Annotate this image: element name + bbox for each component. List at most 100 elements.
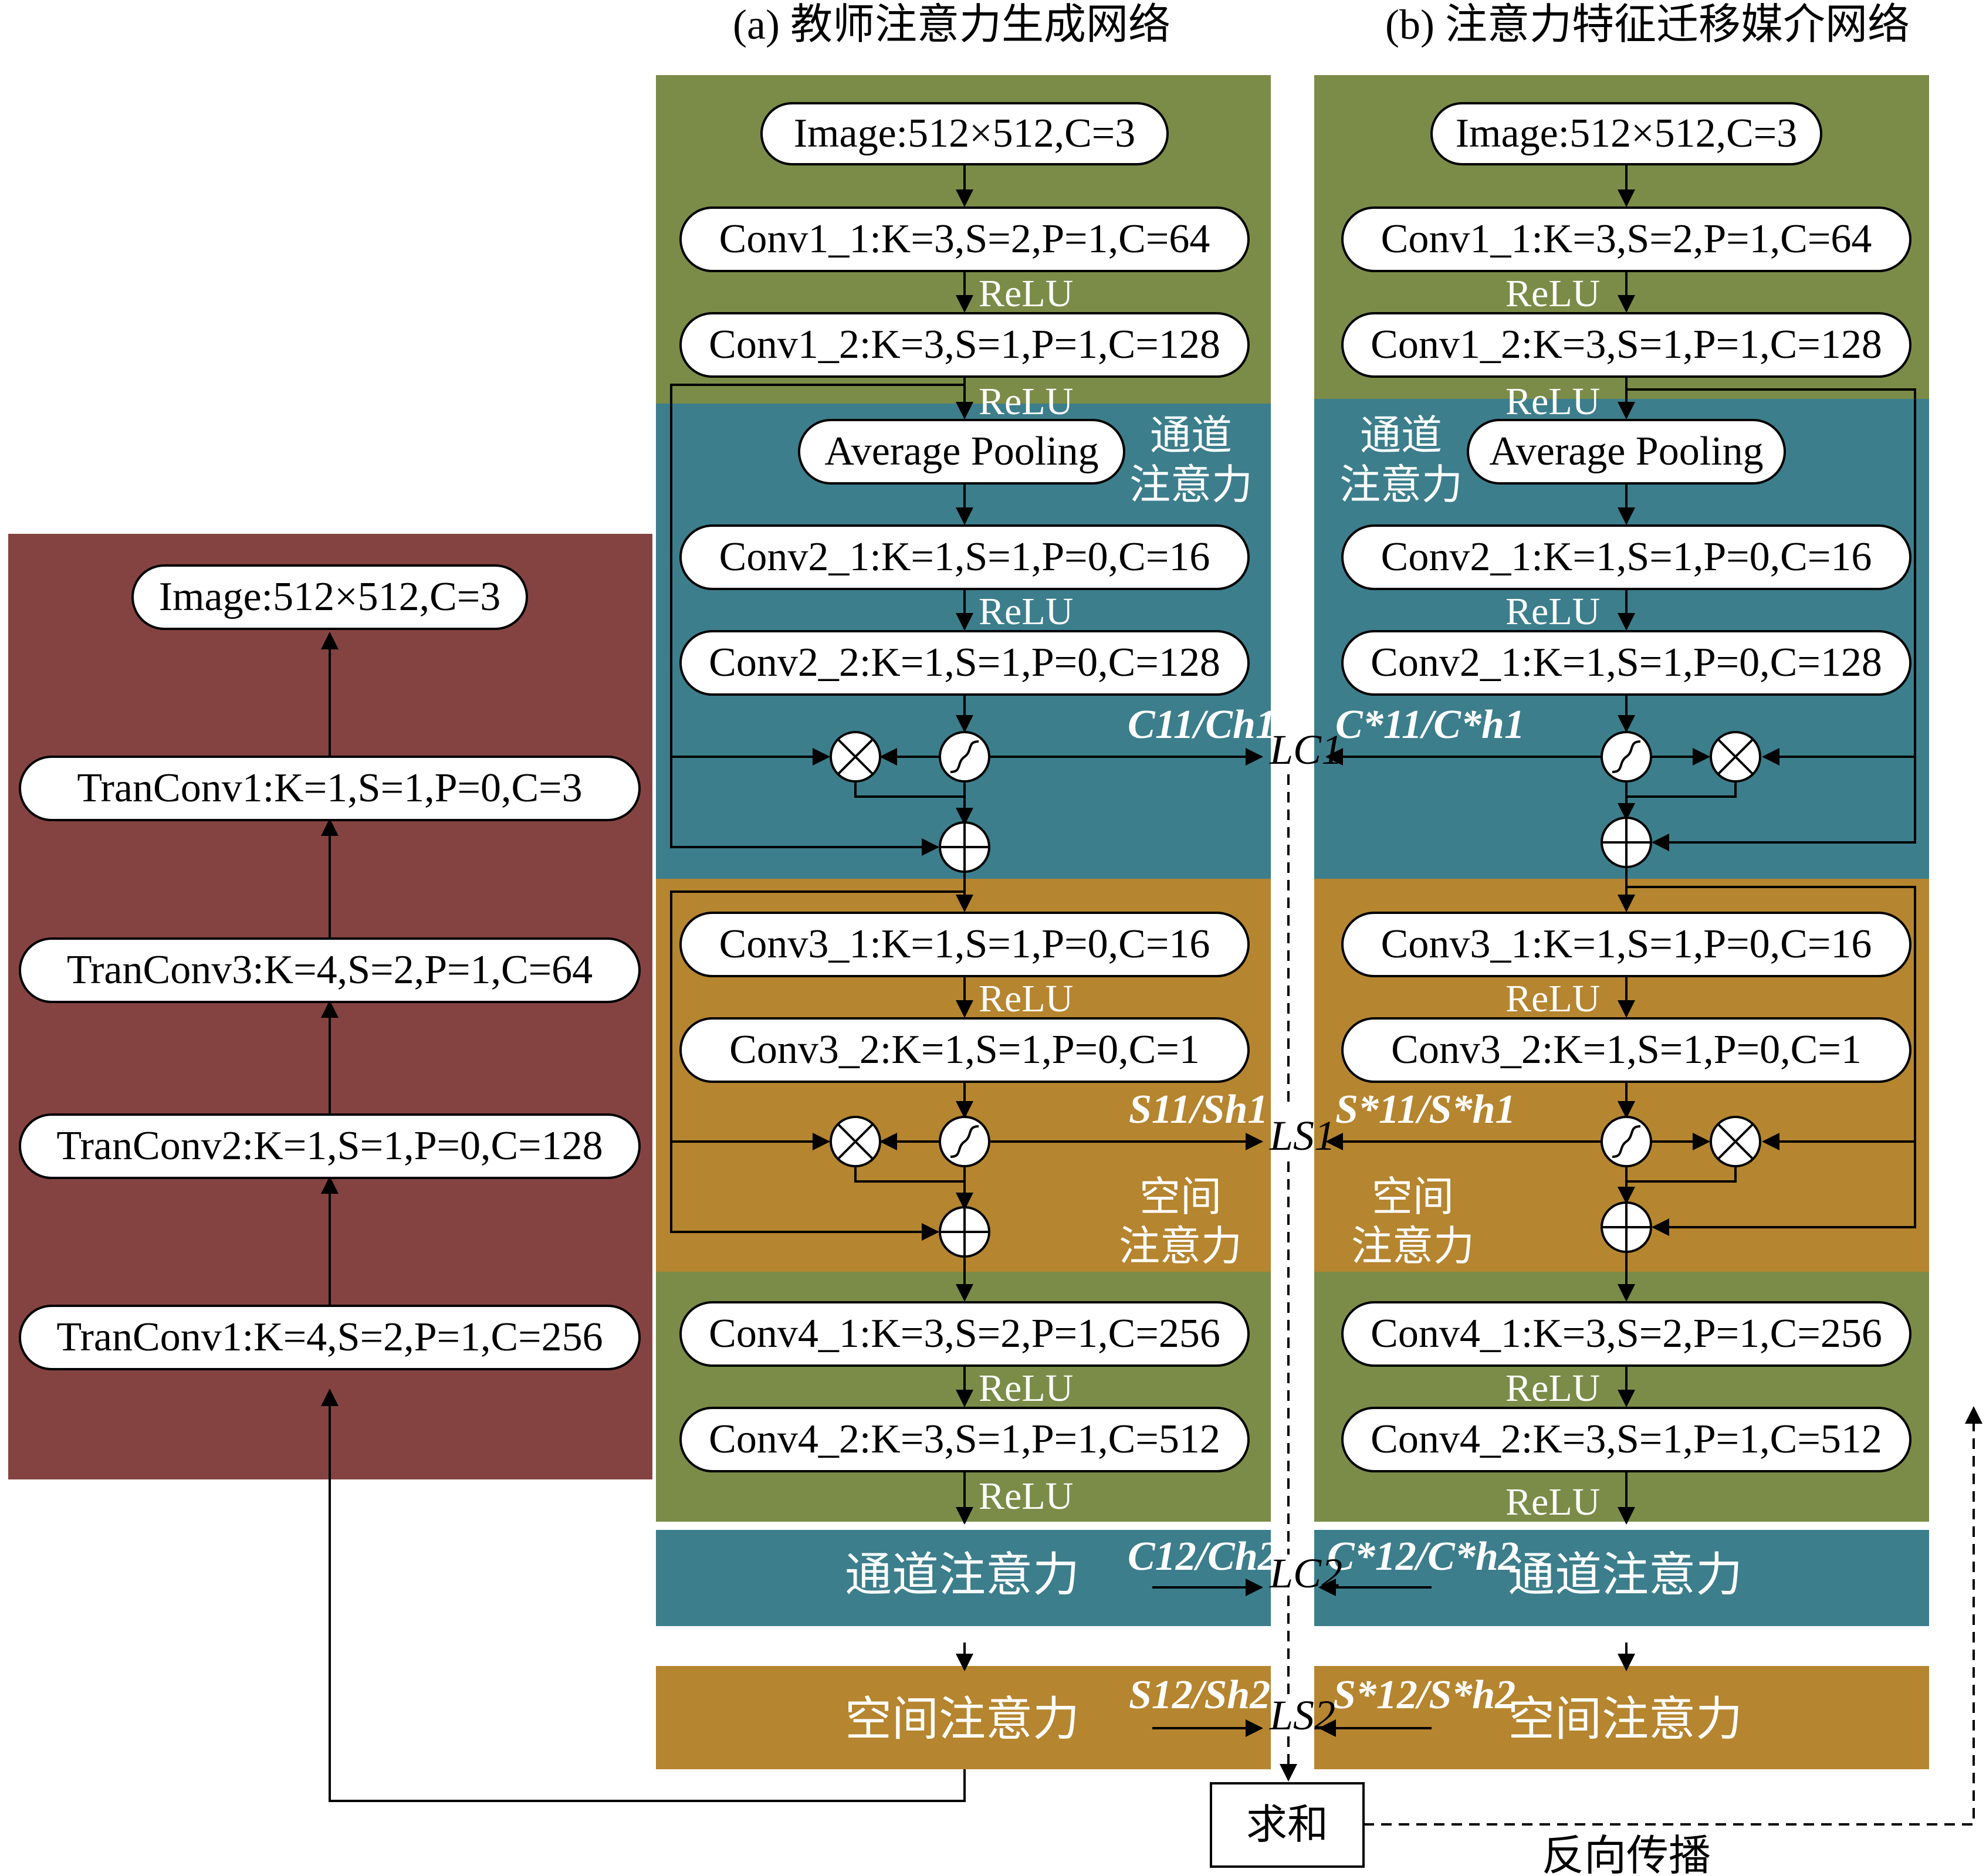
teacher-conv4-1 — [679, 1301, 1250, 1367]
teacher-spatial-block-label: 空间注意力 — [845, 1694, 1080, 1746]
loss-ls2: LS2 — [1269, 1692, 1335, 1739]
relu-label: ReLU — [979, 1475, 1073, 1518]
medium-network: Image:512×512,C=3 Conv1_1:K=3,S=2,P=1,C=… — [1318, 102, 1916, 1746]
relu-label: ReLU — [979, 380, 1073, 423]
header-teacher-network: (a) 教师注意力生成网络 — [733, 1, 1170, 48]
medium-conv4-2 — [1341, 1407, 1911, 1472]
header-medium-network: (b) 注意力特征迁移媒介网络 — [1385, 1, 1910, 48]
decoder-network: Image:512×512,C=3 TranConv1:K=1,S=1,P=0,… — [19, 564, 641, 1370]
medium-conv1-1-label: Conv1_1:K=3,S=2,P=1,C=64 — [1381, 216, 1872, 262]
medium-c2-label: C*12/C*h2 — [1327, 1534, 1519, 1579]
medium-conv1-2-label: Conv1_2:K=3,S=1,P=1,C=128 — [1371, 322, 1882, 367]
relu-label: ReLU — [1505, 1481, 1600, 1523]
decoder-tranconv2-label: TranConv2:K=1,S=1,P=0,C=128 — [56, 1123, 603, 1169]
medium-conv4-1-label: Conv4_1:K=3,S=2,P=1,C=256 — [1371, 1311, 1882, 1356]
teacher-conv4-1-label: Conv4_1:K=3,S=2,P=1,C=256 — [709, 1311, 1220, 1356]
decoder-tranconv1-bottom — [19, 1305, 641, 1370]
decoder-tranconv1-top-label: TranConv1:K=1,S=1,P=0,C=3 — [77, 766, 582, 811]
teacher-c1-label: C11/Ch1 — [1128, 702, 1276, 747]
loss-lc1: LC1 — [1269, 726, 1342, 773]
teacher-avg-pooling — [798, 419, 1125, 485]
teacher-conv1-1-label: Conv1_1:K=3,S=2,P=1,C=64 — [719, 216, 1210, 262]
loss-lc2: LC2 — [1269, 1550, 1342, 1597]
channel-attention-label: 注意力 — [1129, 463, 1253, 508]
backprop-label: 反向传播 — [1542, 1833, 1711, 1876]
teacher-channel-block-bg — [656, 1530, 1271, 1626]
teacher-s1-label: S11/Sh1 — [1129, 1087, 1268, 1132]
spatial-attention-label: 注意力 — [1351, 1224, 1474, 1269]
teacher-image-input — [760, 102, 1169, 165]
relu-label: ReLU — [1505, 1367, 1600, 1410]
relu-label: ReLU — [979, 977, 1073, 1020]
teacher-to-decoder-path — [321, 1389, 966, 1802]
medium-conv3-2-label: Conv3_2:K=1,S=1,P=0,C=1 — [1391, 1027, 1862, 1072]
medium-conv1-1 — [1341, 206, 1911, 272]
medium-conv4-1 — [1341, 1301, 1911, 1367]
medium-spatial-block-bg — [1314, 1666, 1929, 1769]
spatial-attention-label: 注意力 — [1119, 1224, 1242, 1269]
teacher-s2-label: S12/Sh2 — [1129, 1672, 1270, 1718]
medium-conv3-1-label: Conv3_1:K=1,S=1,P=0,C=16 — [1381, 922, 1872, 967]
teacher-conv1-1 — [679, 206, 1250, 272]
relu-label: ReLU — [979, 272, 1073, 315]
teacher-conv2-2 — [679, 630, 1250, 696]
teacher-conv2-1-label: Conv2_1:K=1,S=1,P=0,C=16 — [719, 534, 1210, 580]
medium-avg-pooling — [1467, 419, 1786, 485]
teacher-network: Image:512×512,C=3 Conv1_1:K=3,S=2,P=1,C=… — [670, 102, 1278, 1746]
teacher-conv3-2 — [679, 1017, 1250, 1083]
spatial-attention-label: 空间 — [1372, 1175, 1454, 1220]
teacher-conv4-2-label: Conv4_2:K=3,S=1,P=1,C=512 — [709, 1417, 1220, 1462]
decoder-tranconv1-bottom-label: TranConv1:K=4,S=2,P=1,C=256 — [56, 1315, 603, 1360]
teacher-channel-block-label: 通道注意力 — [845, 1550, 1080, 1601]
decoder-image-output — [131, 564, 528, 630]
relu-label: ReLU — [1505, 590, 1600, 633]
decoder-tranconv3 — [19, 937, 641, 1003]
medium-conv2-1-label: Conv2_1:K=1,S=1,P=0,C=16 — [1381, 534, 1872, 580]
teacher-conv2-2-label: Conv2_2:K=1,S=1,P=0,C=128 — [709, 640, 1220, 685]
medium-conv1-2 — [1341, 312, 1911, 378]
medium-channel-block-bg — [1314, 1530, 1929, 1626]
channel-attention-label: 注意力 — [1339, 463, 1463, 508]
medium-image-input — [1430, 102, 1822, 165]
medium-conv2-2 — [1341, 630, 1911, 696]
medium-s1-label: S*11/S*h1 — [1335, 1087, 1515, 1132]
teacher-c2-label: C12/Ch2 — [1128, 1534, 1278, 1579]
medium-conv3-2 — [1341, 1017, 1911, 1083]
sum-box — [1210, 1782, 1365, 1868]
teacher-conv2-1 — [679, 524, 1250, 590]
relu-label: ReLU — [1505, 977, 1600, 1020]
medium-conv2-1 — [1341, 524, 1911, 590]
teacher-conv3-1-label: Conv3_1:K=1,S=1,P=0,C=16 — [719, 922, 1210, 967]
medium-channel-block-label: 通道注意力 — [1508, 1550, 1743, 1601]
relu-label: ReLU — [979, 590, 1073, 633]
medium-image-input-label: Image:512×512,C=3 — [1456, 111, 1798, 156]
medium-s2-label: S*12/S*h2 — [1333, 1672, 1515, 1718]
spatial-attention-label: 空间 — [1139, 1175, 1222, 1220]
relu-label: ReLU — [979, 1367, 1073, 1410]
teacher-avg-pooling-label: Average Pooling — [824, 429, 1098, 474]
teacher-conv3-1 — [679, 912, 1250, 977]
backprop-path — [1364, 1406, 1982, 1826]
decoder-tranconv2 — [19, 1113, 641, 1179]
medium-conv4-2-label: Conv4_2:K=3,S=1,P=1,C=512 — [1371, 1417, 1882, 1462]
medium-conv2-2-label: Conv2_1:K=1,S=1,P=0,C=128 — [1371, 640, 1882, 685]
channel-attention-label: 通道 — [1150, 414, 1232, 459]
loss-ls1: LS1 — [1269, 1112, 1335, 1159]
medium-avg-pooling-label: Average Pooling — [1489, 429, 1763, 474]
medium-c1-label: C*11/C*h1 — [1335, 702, 1525, 747]
relu-label: ReLU — [1505, 272, 1600, 315]
sum-label: 求和 — [1246, 1803, 1328, 1848]
loss-labels: LC1 LS1 LC2 LS2 — [1269, 726, 1342, 1782]
medium-spatial-block-label: 空间注意力 — [1508, 1694, 1743, 1746]
teacher-image-input-label: Image:512×512,C=3 — [794, 111, 1136, 156]
channel-attention-label: 通道 — [1360, 414, 1442, 459]
relu-label: ReLU — [1505, 380, 1600, 423]
decoder-tranconv1-top — [19, 756, 641, 821]
teacher-conv4-2 — [679, 1407, 1250, 1472]
teacher-spatial-block-bg — [656, 1666, 1271, 1769]
teacher-conv1-2-label: Conv1_2:K=3,S=1,P=1,C=128 — [709, 322, 1220, 367]
teacher-conv3-2-label: Conv3_2:K=1,S=1,P=0,C=1 — [729, 1027, 1200, 1072]
medium-conv3-1 — [1341, 912, 1911, 977]
decoder-image-output-label: Image:512×512,C=3 — [159, 574, 501, 619]
